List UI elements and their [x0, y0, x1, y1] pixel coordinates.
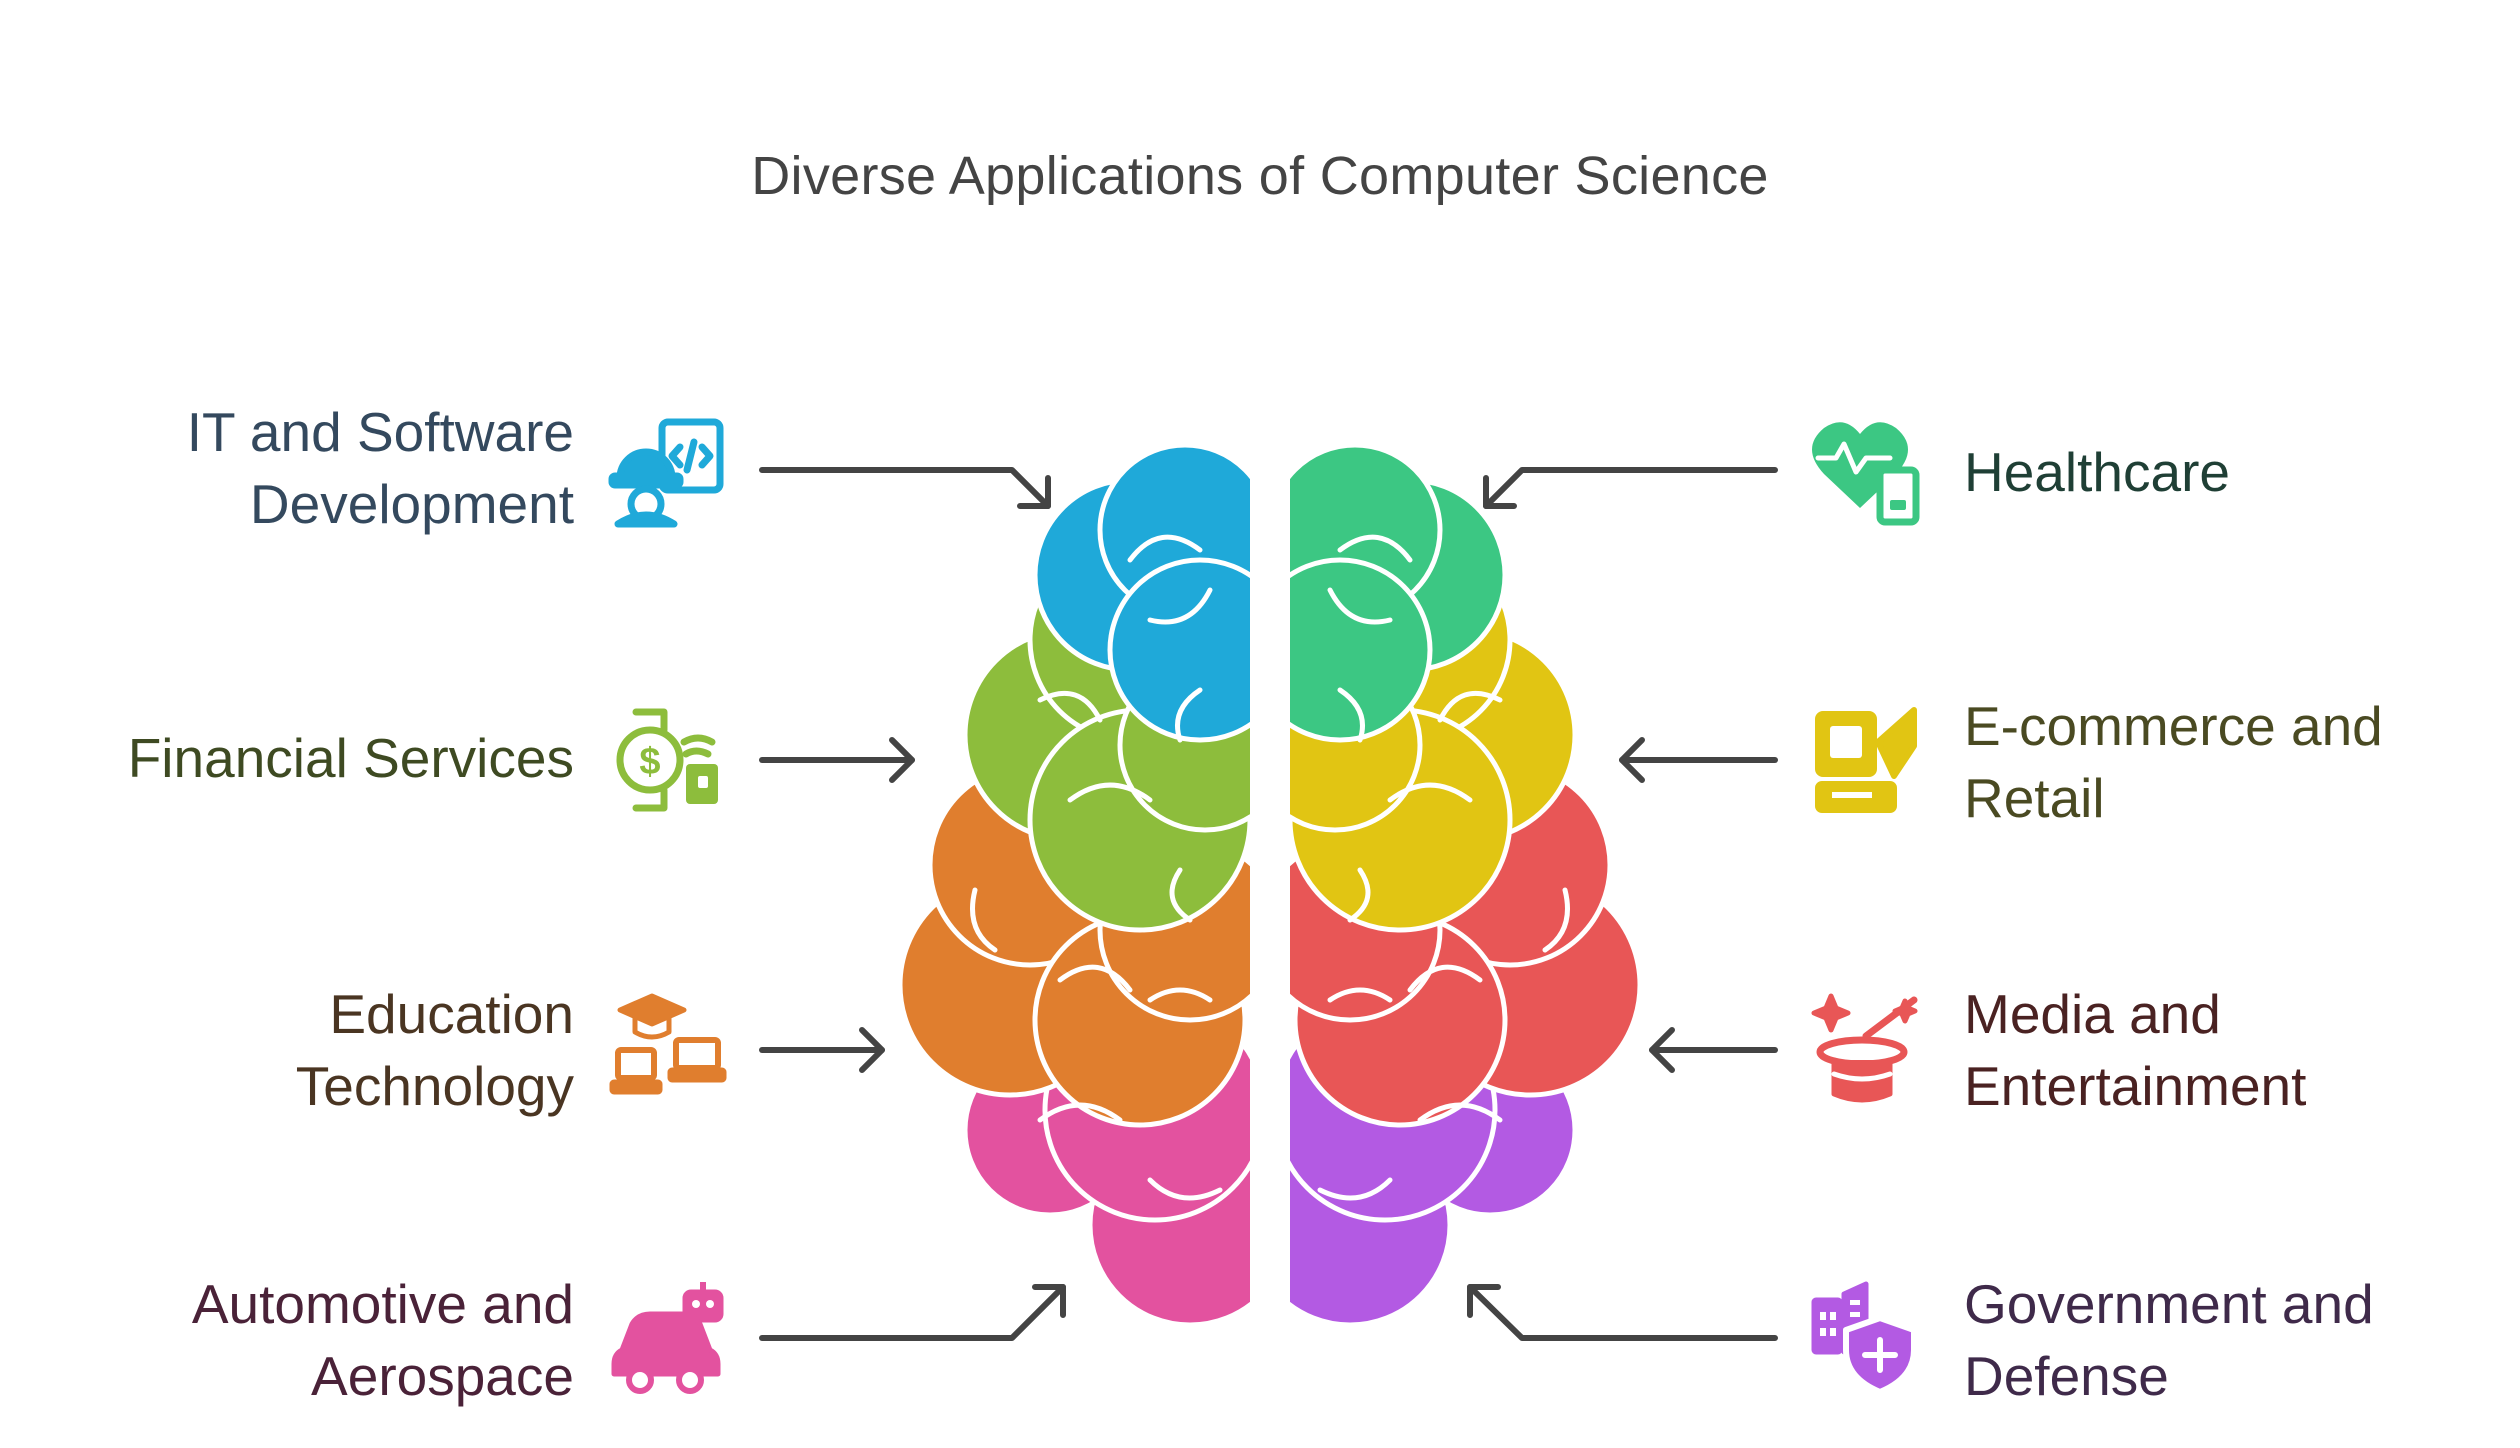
arrow-healthcare — [1483, 467, 1778, 509]
finance-icon: $ — [616, 708, 718, 812]
brain-left-hemisphere — [897, 442, 1250, 1328]
arrow-it-software — [759, 467, 1051, 509]
arrow-financial-services — [759, 737, 915, 783]
arrow-media-entertainment — [1649, 1027, 1778, 1073]
magic-hat-icon — [1811, 993, 1918, 1103]
label-financial-services: Financial Services — [127, 727, 574, 789]
government-shield-icon — [1811, 1281, 1917, 1395]
brain-right-hemisphere — [1290, 442, 1643, 1328]
education-icon — [609, 993, 727, 1095]
label-healthcare: Healthcare — [1964, 441, 2230, 503]
pos-terminal-icon — [1815, 707, 1917, 813]
arrow-education-technology — [759, 1027, 885, 1073]
healthcare-icon — [1812, 422, 1920, 526]
arrow-government-defense — [1467, 1284, 1778, 1341]
car-icon — [611, 1282, 724, 1394]
diagram-title: Diverse Applications of Computer Science — [751, 146, 1769, 206]
developer-icon — [608, 418, 724, 528]
arrow-ecommerce-retail — [1619, 737, 1778, 783]
svg-text:$: $ — [639, 741, 660, 783]
arrow-automotive-aerospace — [759, 1284, 1066, 1341]
